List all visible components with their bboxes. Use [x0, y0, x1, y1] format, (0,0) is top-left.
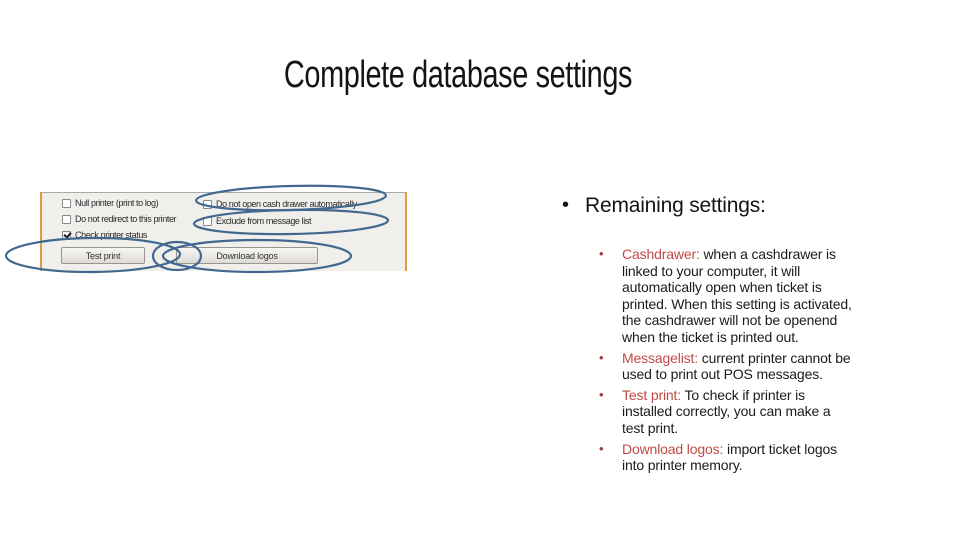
checkbox-row-do-not-redirect[interactable]: Do not redirect to this printer — [62, 214, 177, 224]
bullet-icon — [599, 246, 622, 346]
bullet-icon — [562, 194, 585, 216]
item-desc: To check if printer is installed correct… — [622, 386, 831, 436]
bullet-icon — [599, 350, 622, 383]
item-term: Test print: — [622, 386, 682, 403]
item-desc: current printer cannot be used to print … — [622, 349, 851, 383]
list-item-cashdrawer: Cashdrawer: when a cashdrawer is linked … — [599, 246, 861, 346]
bullet-icon — [599, 387, 622, 437]
bullet-icon — [599, 441, 622, 474]
list-item-messagelist: Messagelist: current printer cannot be u… — [599, 350, 861, 383]
item-text: Download logos: import ticket logos into… — [622, 441, 855, 474]
ellipse-cash-drawer-annotation — [194, 184, 388, 212]
checkbox-label: Do not open cash drawer automatically — [216, 199, 357, 209]
item-desc: when a cashdrawer is linked to your comp… — [622, 246, 852, 345]
checkbox-label: Check printer status — [75, 230, 148, 240]
item-text: Test print: To check if printer is insta… — [622, 387, 855, 437]
checkbox-label: Exclude from message list — [216, 216, 312, 226]
checkbox-null-printer[interactable] — [62, 198, 71, 208]
checkbox-row-null-printer[interactable]: Null printer (print to log) — [62, 198, 159, 208]
item-term: Cashdrawer: — [622, 246, 700, 262]
ellipse-between-buttons-annotation — [151, 240, 203, 272]
ellipse-test-print-annotation — [4, 236, 182, 274]
item-text: Cashdrawer: when a cashdrawer is linked … — [622, 246, 855, 346]
list-item-test-print: Test print: To check if printer is insta… — [599, 387, 861, 437]
remaining-settings-heading: Remaining settings: — [562, 194, 766, 218]
checkbox-label: Null printer (print to log) — [75, 198, 159, 208]
ellipse-message-list-annotation — [192, 208, 390, 236]
item-desc: import ticket logos into printer memory. — [622, 440, 837, 474]
download-logos-button[interactable]: Download logos — [176, 247, 318, 264]
list-item-download-logos: Download logos: import ticket logos into… — [599, 441, 861, 474]
item-term: Messagelist: — [622, 349, 699, 366]
item-term: Download logos: — [622, 440, 724, 457]
checkbox-do-not-redirect[interactable] — [62, 214, 71, 224]
settings-bullet-list: Cashdrawer: when a cashdrawer is linked … — [599, 246, 861, 478]
annotation-ellipses — [4, 184, 390, 274]
item-text: Messagelist: current printer cannot be u… — [622, 350, 855, 383]
ellipse-download-logos-annotation — [161, 238, 353, 274]
test-print-button[interactable]: Test print — [61, 247, 145, 264]
page-title: Complete database settings — [283, 54, 633, 96]
heading-text: Remaining settings: — [585, 194, 766, 217]
checkbox-label: Do not redirect to this printer — [75, 214, 177, 224]
